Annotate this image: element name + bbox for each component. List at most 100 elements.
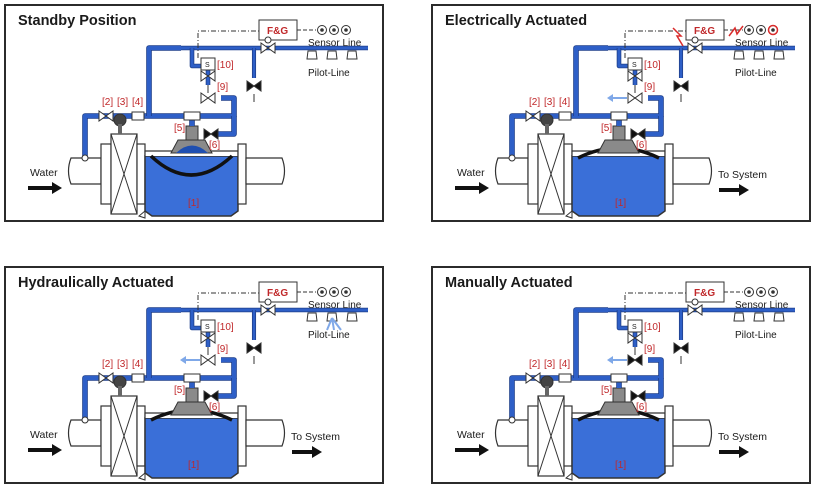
pilot-valve-handle <box>691 36 699 44</box>
pilot-head-1 <box>306 312 318 322</box>
fg-signal-line <box>197 292 259 320</box>
riser-pipe-outline <box>573 307 608 378</box>
label-n2: [2] <box>102 359 113 370</box>
pilot-head-1 <box>306 50 318 60</box>
valve-foot-left <box>564 209 573 219</box>
inlet-flange <box>527 405 539 467</box>
label-fg: F&G <box>694 26 715 37</box>
strainer-3-stem <box>545 386 549 396</box>
strainer-flange <box>136 405 146 467</box>
drain-loop-pipe <box>216 116 236 136</box>
label-n2: [2] <box>529 97 540 108</box>
riser-pipe-outline <box>573 45 608 116</box>
tee-5 <box>183 111 201 121</box>
label-n6: [6] <box>209 402 220 413</box>
check-valve-6 <box>203 128 219 140</box>
label-pilot-line: Pilot-Line <box>735 330 777 341</box>
label-sensor-line: Sensor Line <box>735 300 789 311</box>
sensor-3-dot <box>344 290 348 294</box>
tee-5 <box>183 373 201 383</box>
water-arrow <box>455 182 489 194</box>
sensor-2-dot <box>759 28 763 32</box>
pilot-drain-valve <box>673 342 689 354</box>
sensor-1-dot <box>747 28 751 32</box>
inlet-tap <box>508 154 516 162</box>
pilot-head-3 <box>346 312 358 322</box>
label-n1: [1] <box>615 460 626 471</box>
manual-valve-9 <box>627 92 643 104</box>
valve-stem <box>185 125 199 141</box>
fg-signal-line <box>197 30 259 58</box>
label-n3: [3] <box>117 97 128 108</box>
panel-title: Hydraulically Actuated <box>18 275 174 291</box>
pilot-isolation-valve <box>260 304 276 316</box>
manual-valve-9 <box>200 92 216 104</box>
water-arrow <box>28 444 62 456</box>
pilot-head-3 <box>346 50 358 60</box>
label-n5: [5] <box>601 123 612 134</box>
label-n4: [4] <box>132 359 143 370</box>
label-water: Water <box>30 429 58 441</box>
check-valve-6 <box>630 128 646 140</box>
pilot-head-3 <box>773 50 785 60</box>
fg-signal-line <box>624 292 686 320</box>
release-arrow-head <box>180 356 186 364</box>
water-arrow <box>28 182 62 194</box>
drain-loop-pipe <box>643 378 663 398</box>
pilot-valve-handle <box>691 298 699 306</box>
strainer-3-stem <box>118 124 122 134</box>
label-n9: [9] <box>217 344 228 355</box>
signal-bolt-2 <box>728 25 744 37</box>
pilot-valve-handle <box>264 298 272 306</box>
label-to-system: To System <box>291 431 340 443</box>
solenoid-letter: S <box>632 324 637 331</box>
valve-2 <box>525 110 541 122</box>
label-to-system: To System <box>718 431 767 443</box>
pilot-drain-valve <box>673 80 689 92</box>
outlet-flange <box>664 143 674 205</box>
valve-bonnet <box>170 401 213 416</box>
sensor-3-dot <box>344 28 348 32</box>
inlet-priming-pipe <box>510 114 583 158</box>
panel-standby: Standby Position [1]Water[2][3][4][5][6]… <box>4 4 384 222</box>
valve-bonnet <box>597 139 640 154</box>
pilot-head-1 <box>733 50 745 60</box>
inlet-priming-pipe <box>510 376 583 420</box>
restrictor-4 <box>558 111 572 121</box>
solenoid-10 <box>200 57 216 71</box>
valve-foot-left <box>137 471 146 481</box>
riser-pipe-outline <box>146 307 181 378</box>
strainer-flange <box>136 143 146 205</box>
label-n10: [10] <box>644 60 661 71</box>
valve-foot-left <box>137 209 146 219</box>
pilot-head-2 <box>326 50 338 60</box>
label-water: Water <box>457 167 485 179</box>
label-n1: [1] <box>188 198 199 209</box>
label-sensor-line: Sensor Line <box>308 300 362 311</box>
sensor-1-dot <box>320 28 324 32</box>
riser-pipe-outline <box>146 45 181 116</box>
label-n3: [3] <box>117 359 128 370</box>
label-n3: [3] <box>544 97 555 108</box>
pilot-head-2 <box>753 50 765 60</box>
inlet-pipe-stub <box>67 157 102 185</box>
label-n9: [9] <box>644 82 655 93</box>
strainer-cross <box>110 133 138 215</box>
solenoid-valve <box>627 332 643 344</box>
restrictor-4 <box>558 373 572 383</box>
label-n4: [4] <box>132 97 143 108</box>
pilot-isolation-valve <box>687 304 703 316</box>
panel-title: Manually Actuated <box>445 275 573 291</box>
label-sensor-line: Sensor Line <box>735 38 789 49</box>
check-valve-6 <box>630 390 646 402</box>
sensor-1-dot <box>747 290 751 294</box>
valve-2 <box>98 372 114 384</box>
outlet-pipe-stub <box>245 419 286 447</box>
label-fg: F&G <box>267 288 288 299</box>
valve-foot-left <box>564 471 573 481</box>
strainer-3-stem <box>545 124 549 134</box>
